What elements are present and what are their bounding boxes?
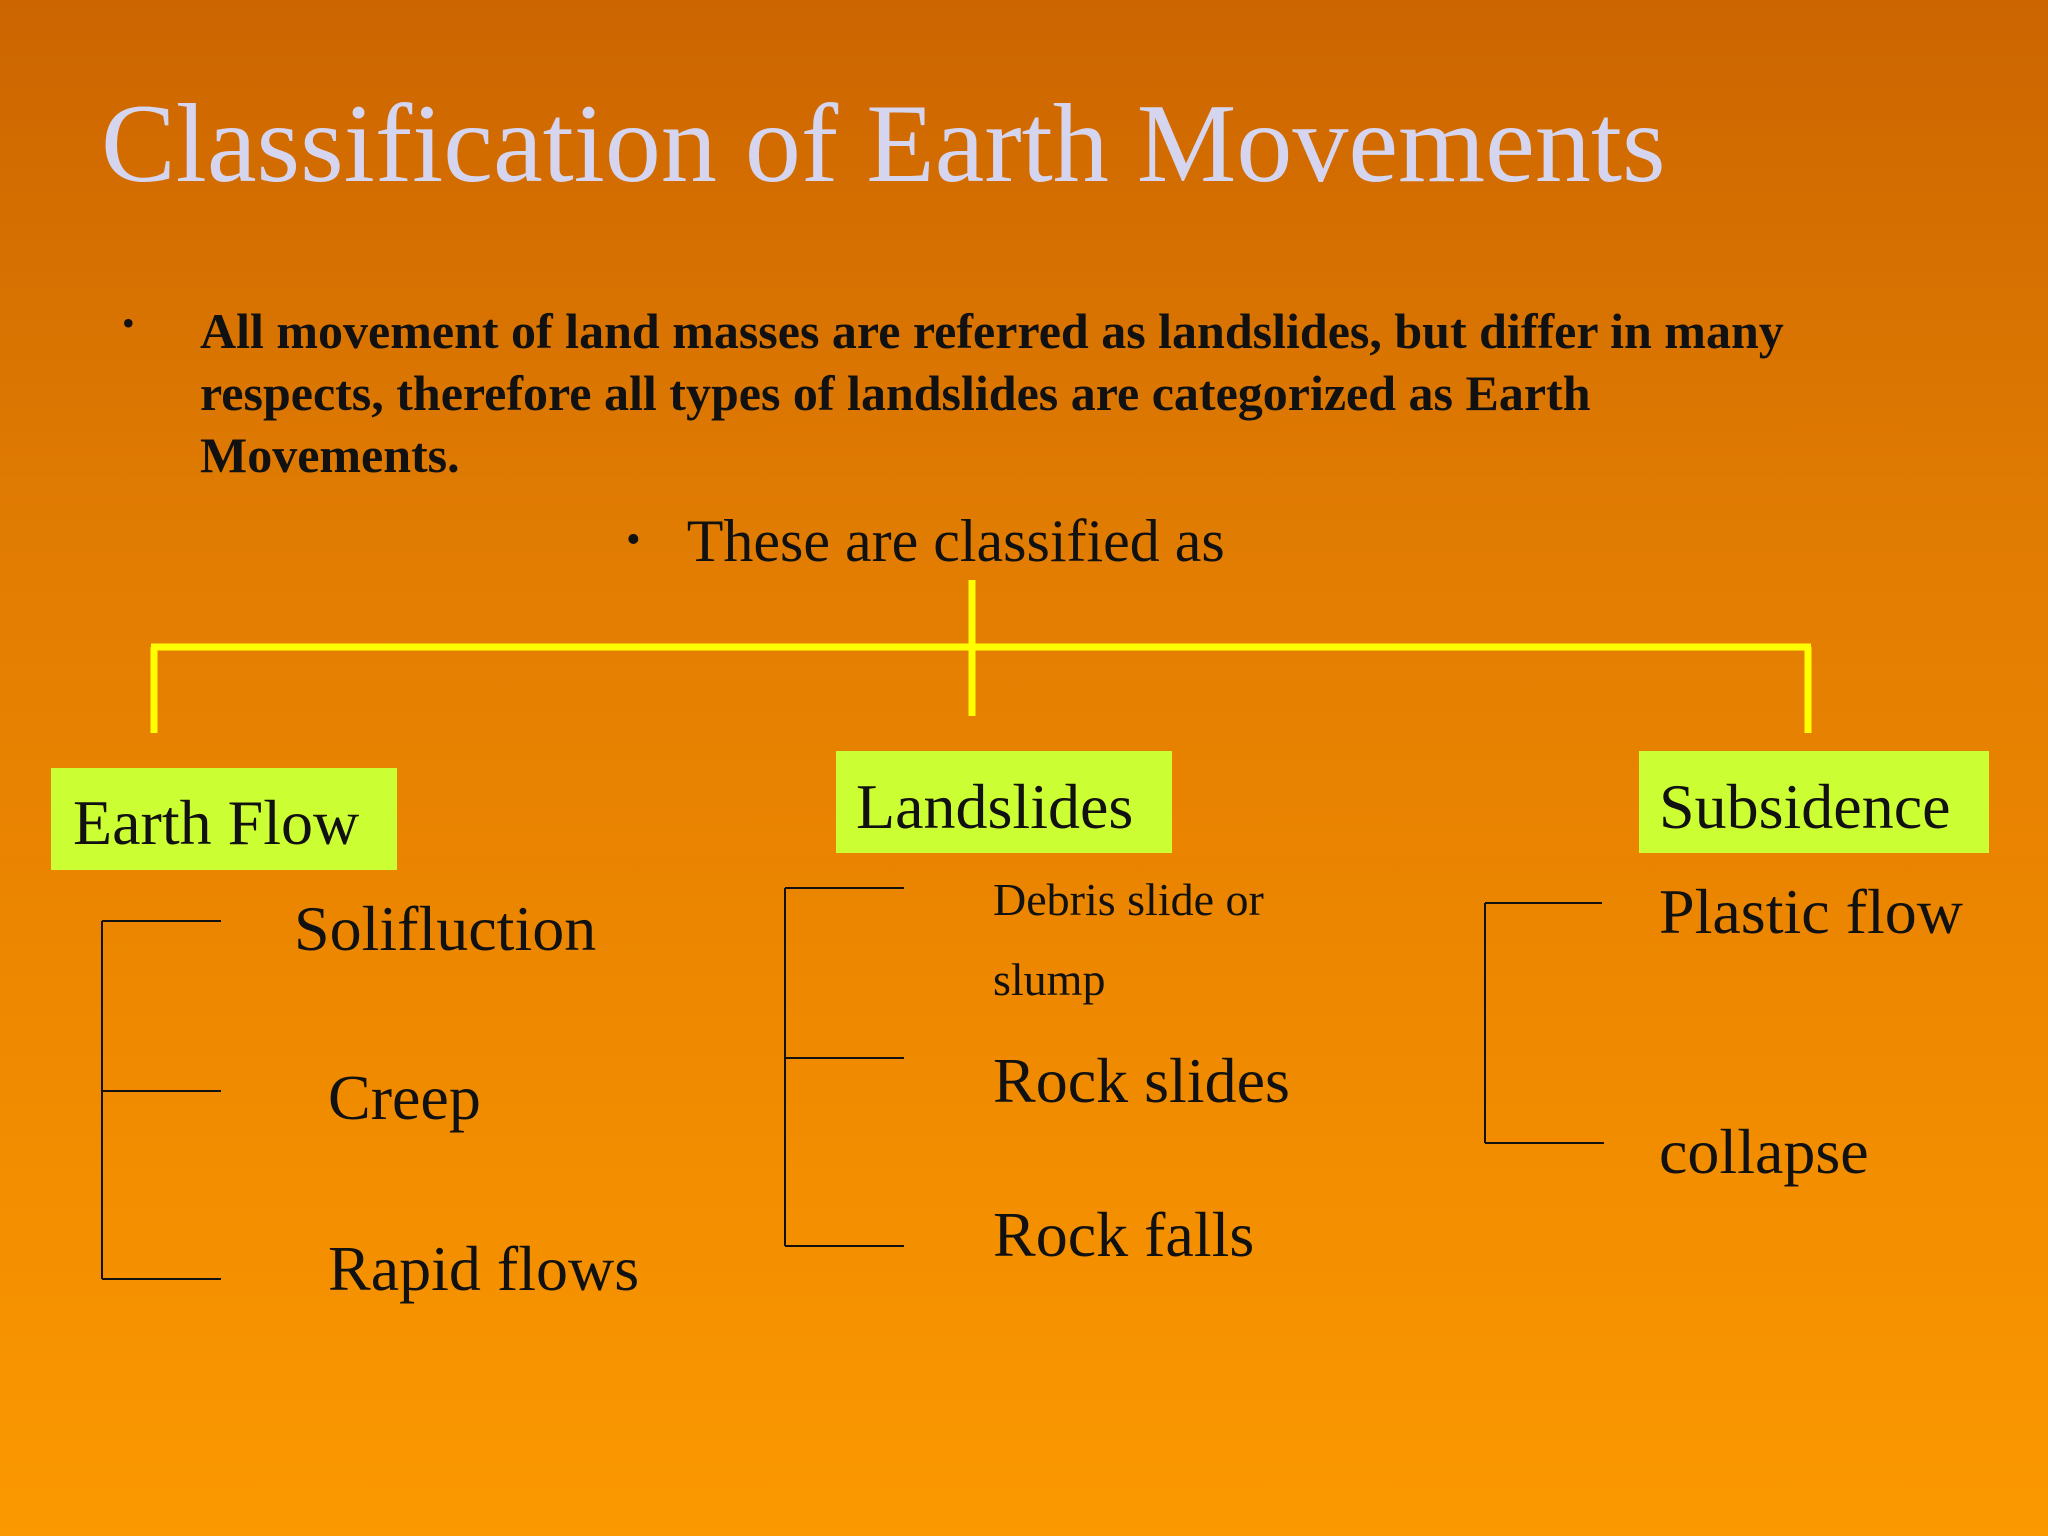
item-plastic-flow: Plastic flow <box>1659 876 1963 947</box>
sub-bullet-text: These are classified as <box>686 508 1225 574</box>
item-rock-falls: Rock falls <box>993 1199 1255 1270</box>
item-creep: Creep <box>328 1062 481 1133</box>
item-brackets <box>101 887 1604 1280</box>
bracket-subsidence <box>1484 902 1604 1144</box>
item-collapse: collapse <box>1659 1116 1869 1187</box>
sub-bullet: • These are classified as <box>626 504 1225 577</box>
item-rock-slides: Rock slides <box>993 1045 1290 1116</box>
bracket-earth-flow <box>101 920 221 1280</box>
category-earth-flow: Earth Flow <box>51 768 397 870</box>
slide-title: Classification of Earth Movements <box>101 82 1666 206</box>
item-solifluction: Solifluction <box>294 893 597 964</box>
bullet-dot: • <box>122 303 135 343</box>
item-debris-slide: Debris slide or slump <box>993 874 1264 1005</box>
category-subsidence: Subsidence <box>1639 751 1989 853</box>
category-landslides: Landslides <box>836 751 1172 853</box>
bullet-dot: • <box>626 517 641 563</box>
tree-lines <box>150 580 1812 733</box>
bracket-landslides <box>784 887 904 1247</box>
item-rapid-flows: Rapid flows <box>328 1233 640 1304</box>
main-bullet-text: All movement of land masses are referred… <box>200 303 1784 483</box>
